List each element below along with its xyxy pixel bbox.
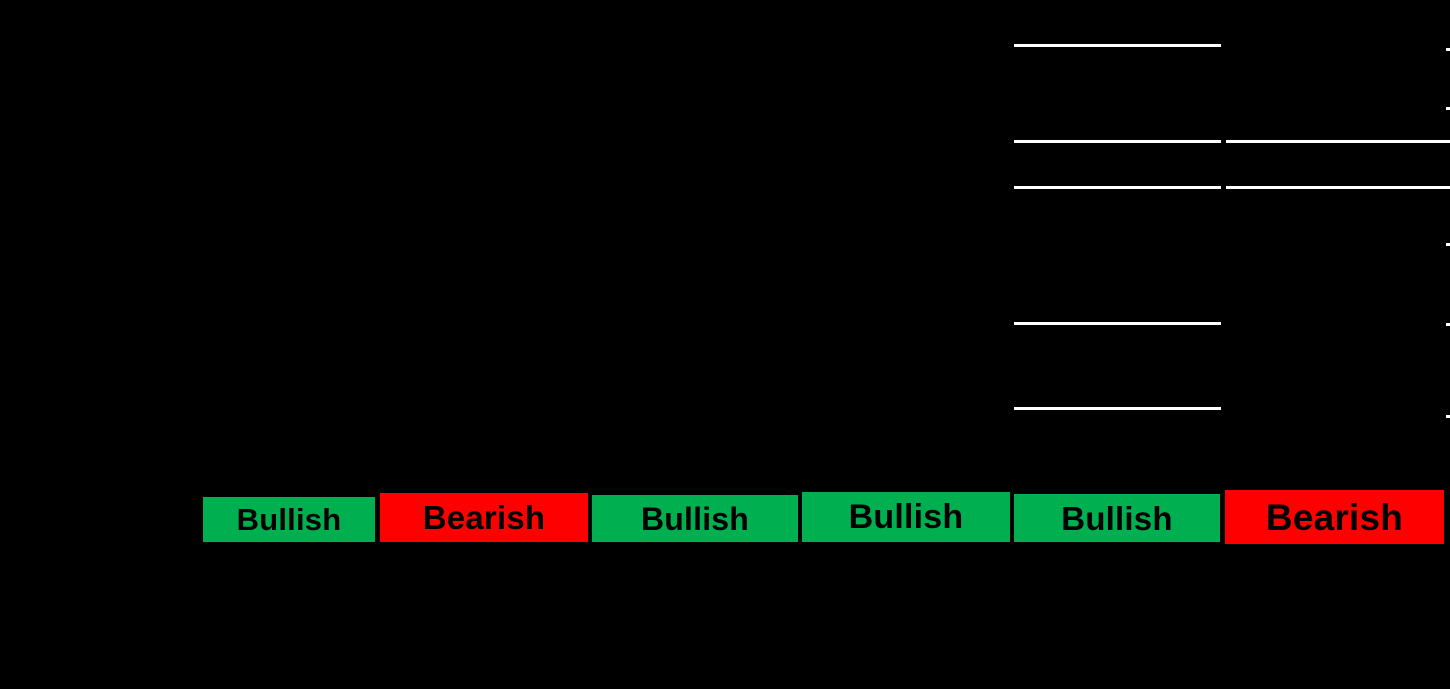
guide-line-6	[1014, 407, 1221, 410]
sentiment-badge-bullish[interactable]: Bullish	[592, 495, 798, 542]
guide-line-0	[1014, 44, 1221, 47]
sentiment-badge-label: Bearish	[1265, 496, 1404, 538]
sentiment-badge-label: Bullish	[640, 500, 750, 537]
axis-tick-3	[1446, 186, 1450, 189]
sentiment-badge-label: Bullish	[1061, 499, 1173, 537]
axis-tick-5	[1446, 323, 1450, 326]
sentiment-badge-bullish[interactable]: Bullish	[1014, 494, 1220, 542]
axis-tick-2	[1446, 140, 1450, 143]
guide-line-5	[1014, 322, 1221, 325]
axis-tick-4	[1446, 243, 1450, 246]
guide-line-3	[1014, 186, 1221, 189]
guide-line-2	[1226, 140, 1450, 143]
axis-tick-6	[1446, 415, 1450, 418]
sentiment-badge-bullish[interactable]: Bullish	[203, 497, 375, 542]
guide-line-1	[1014, 140, 1221, 143]
axis-tick-0	[1446, 48, 1450, 51]
axis-tick-1	[1446, 107, 1450, 110]
guide-line-4	[1226, 186, 1450, 189]
sentiment-badge-bearish[interactable]: Bearish	[1225, 490, 1444, 544]
sentiment-badge-label: Bullish	[236, 502, 342, 537]
sentiment-badge-label: Bearish	[422, 499, 546, 536]
sentiment-badge-label: Bullish	[848, 498, 964, 536]
sentiment-badge-bearish[interactable]: Bearish	[380, 493, 588, 542]
sentiment-badge-bullish[interactable]: Bullish	[802, 492, 1010, 542]
